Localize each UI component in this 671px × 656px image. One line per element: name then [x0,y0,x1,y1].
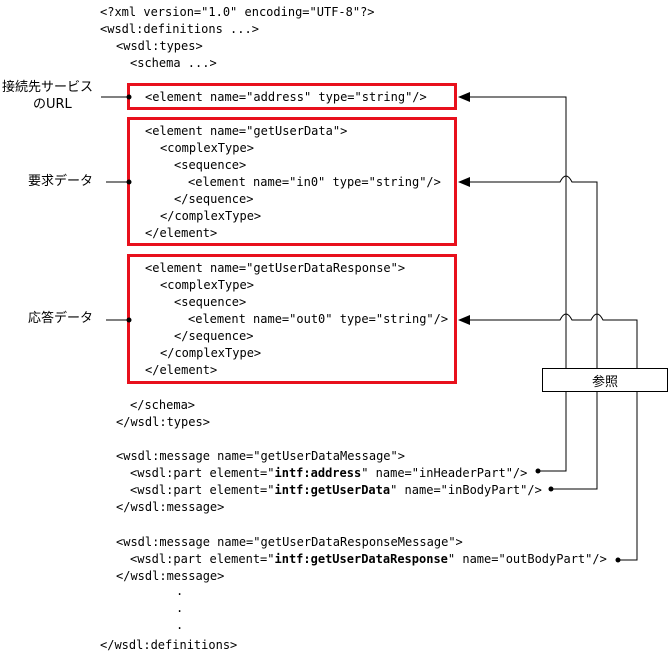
schema-open: <schema ...> [130,56,217,70]
arrowhead-icon [458,315,470,325]
message-close: </wsdl:message> [116,569,225,583]
part-element-ref: intf:getUserData [274,483,391,497]
complextype-open: <complexType> [160,278,254,292]
types-open: <wsdl:types> [116,39,203,53]
element-address: <element name="address" type="string"/> [145,90,427,104]
schema-close: </schema> [130,398,196,412]
part-inbodypart: <wsdl:part element="intf:getUserData" na… [130,482,542,498]
url-label-line1: 接続先サービス [2,80,94,95]
endpoint-dot-icon [615,557,621,563]
request-data-label: 要求データ [28,174,94,189]
part-suffix: " name="inHeaderPart"/> [361,466,528,480]
complextype-close: </complexType> [160,346,262,360]
ellipsis-dot: . [176,618,184,632]
endpoint-dot-icon [126,317,132,323]
element-getuserdataresponse-open: <element name="getUserDataResponse"> [145,261,406,275]
complextype-open: <complexType> [160,141,254,155]
part-inheaderpart: <wsdl:part element="intf:address" name="… [130,465,527,481]
xml-declaration: <?xml version="1.0" encoding="UTF-8"?> [100,5,375,19]
part-suffix: " name="inBodyPart"/> [390,483,542,497]
part-suffix: " name="outBodyPart"/> [447,552,607,566]
url-label-line2: のURL [33,97,72,112]
element-close: </element> [145,226,218,240]
element-close: </element> [145,363,218,377]
part-element-ref: intf:address [274,466,362,480]
definitions-open: <wsdl:definitions ...> [100,22,259,36]
endpoint-dot-icon [535,468,541,474]
element-out0: <element name="out0" type="string"/> [188,312,449,326]
address-reference-line [468,96,567,472]
sequence-close: </sequence> [174,329,254,343]
request-reference-line [468,175,598,490]
element-in0: <element name="in0" type="string"/> [188,175,441,189]
response-data-label: 応答データ [28,311,94,326]
part-prefix: <wsdl:part element=" [130,483,275,497]
complextype-close: </complexType> [160,209,262,223]
response-reference-line [468,313,638,561]
endpoint-dot-icon [126,94,132,100]
part-outbodypart: <wsdl:part element="intf:getUserDataResp… [130,551,607,567]
reference-box: 参照 [542,368,668,392]
sequence-open: <sequence> [174,295,247,309]
arrowhead-icon [458,92,470,102]
types-close: </wsdl:types> [116,415,210,429]
definitions-close: </wsdl:definitions> [100,638,238,652]
message-close: </wsdl:message> [116,500,225,514]
ellipsis-dot: . [176,584,184,598]
message-open: <wsdl:message name="getUserDataMessage"> [116,449,405,463]
sequence-open: <sequence> [174,158,247,172]
endpoint-dot-icon [548,486,554,492]
message-open: <wsdl:message name="getUserDataResponseM… [116,535,463,549]
endpoint-dot-icon [126,179,132,185]
part-prefix: <wsdl:part element=" [130,552,275,566]
ellipsis-dot: . [176,601,184,615]
reference-label: 参照 [591,374,618,390]
part-prefix: <wsdl:part element=" [130,466,275,480]
arrowhead-icon [458,177,470,187]
element-getuserdata-open: <element name="getUserData"> [145,124,348,138]
sequence-close: </sequence> [174,192,254,206]
part-element-ref: intf:getUserDataResponse [274,552,448,566]
